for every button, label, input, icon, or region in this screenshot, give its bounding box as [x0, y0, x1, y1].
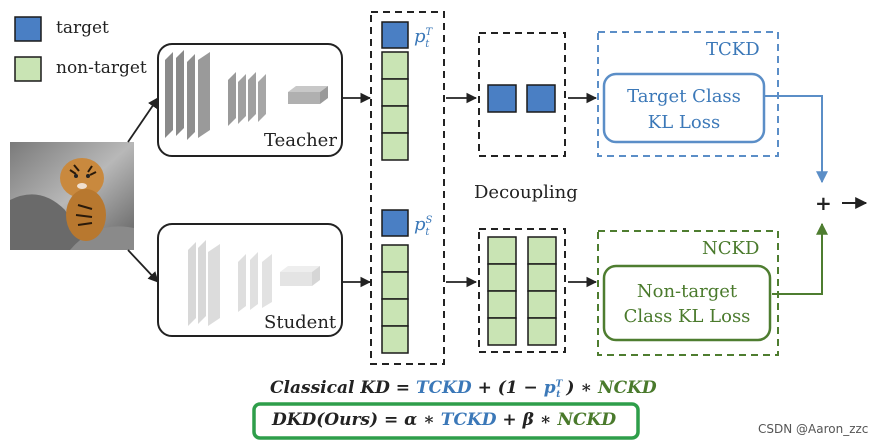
tckd-box: [597, 31, 779, 157]
nckd-loss-box: [602, 264, 772, 342]
tckd-loss-box: [602, 72, 766, 144]
nontarget-pair-teacher-column: [487, 236, 517, 346]
arrow-image-to-student: [127, 249, 159, 283]
student-network-icon: [188, 240, 320, 326]
student-target-cell: [381, 209, 409, 237]
teacher-prob-column: [381, 21, 409, 161]
tckd-line2: KL Loss: [647, 112, 721, 133]
nckd-line1: Non-target: [636, 281, 738, 302]
target-pair-student-cell: [526, 84, 556, 113]
target-pair-box: [478, 32, 566, 157]
nckd-to-sum-line: [772, 222, 828, 295]
nckd-line2: Class KL Loss: [623, 306, 751, 327]
legend-target-label: target: [56, 18, 109, 38]
classical-kd-formula: Classical KD = TCKD + (1 − pTt ) ∗ NCKD: [270, 378, 657, 401]
tckd-to-sum-line: [764, 95, 828, 184]
nontarget-pair-student-column: [527, 236, 557, 346]
tckd-tag: TCKD: [706, 39, 760, 60]
sum-symbol: +: [815, 191, 832, 215]
legend-target-swatch: [14, 16, 42, 42]
teacher-network-icon: [165, 50, 328, 140]
tckd-line1: Target Class: [627, 86, 741, 107]
teacher-prob-label: pTt: [414, 26, 433, 50]
dkd-formula-box: [252, 402, 640, 440]
student-prob-label: pSt: [414, 214, 433, 238]
nckd-tag: NCKD: [702, 238, 760, 259]
dkd-formula: DKD(Ours) = α ∗ TCKD + β ∗ NCKD: [272, 410, 617, 430]
watermark: CSDN @Aaron_zzc: [758, 422, 869, 436]
probability-container: [370, 11, 445, 365]
target-pair-teacher-cell: [487, 84, 517, 113]
tiger-image: [10, 142, 134, 250]
decoupling-label: Decoupling: [474, 182, 578, 203]
student-label: Student: [264, 312, 337, 333]
legend-non-target-swatch: [14, 56, 42, 82]
arrow-image-to-teacher: [127, 97, 159, 143]
legend-non-target-label: non-target: [56, 58, 147, 78]
nontarget-pair-box: [478, 228, 566, 353]
teacher-label: Teacher: [264, 130, 337, 151]
teacher-target-cell: [381, 21, 409, 49]
student-prob-column: [381, 209, 409, 354]
